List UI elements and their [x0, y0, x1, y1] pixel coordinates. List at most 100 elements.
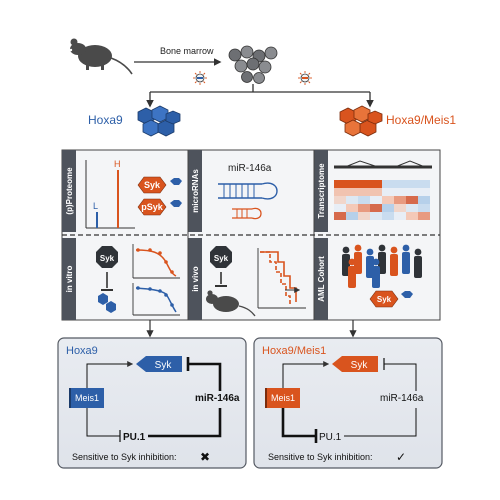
condition-label-hoxa9: Hoxa9 — [88, 113, 123, 127]
person-head — [402, 244, 410, 252]
left-sensitivity-cross-icon: ✖ — [200, 450, 210, 464]
heatmap-cell — [370, 212, 382, 220]
heatmap-cell — [346, 188, 358, 196]
heatmap-cell — [334, 180, 346, 188]
psyk-hexagon — [137, 198, 182, 216]
heatmap-cell — [406, 188, 418, 196]
heatmap-cell — [346, 204, 358, 212]
heatmap-cell — [406, 180, 418, 188]
heatmap-cell — [370, 196, 382, 204]
heatmap-cell — [334, 196, 346, 204]
heatmap-cell — [394, 212, 406, 220]
heatmap-cell — [394, 196, 406, 204]
strip-proteome — [62, 150, 76, 232]
left-meis1-node — [69, 388, 104, 408]
right-meis1-label: Meis1 — [271, 393, 295, 403]
patient-cohort-icon — [342, 244, 422, 288]
heatmap-cell — [382, 212, 394, 220]
right-meis1-node — [265, 388, 300, 408]
virus-icon-right — [298, 71, 312, 85]
transcriptome-label: Transcriptome — [317, 163, 326, 219]
dose-response-plots — [132, 244, 180, 316]
person-head — [378, 244, 386, 252]
right-mir-label: miR-146a — [380, 393, 424, 404]
heatmap-cell — [418, 212, 430, 220]
psyk-label: pSyk — [141, 202, 164, 212]
heatmap-cell — [394, 180, 406, 188]
heatmap-cell — [346, 212, 358, 220]
strip-invitro — [62, 238, 76, 320]
heatmap-cell — [394, 204, 406, 212]
heatmap-cell — [382, 188, 394, 196]
invivo-syk-inhibition-icon — [210, 246, 232, 287]
hoxa9-meis1-cells-icon — [339, 105, 383, 137]
heatmap-cell — [406, 196, 418, 204]
mouse-icon — [69, 38, 133, 75]
bone-marrow-label: Bone marrow — [160, 46, 214, 56]
heatmap-cell — [334, 204, 346, 212]
heatmap-cell — [346, 180, 358, 188]
mouse-small-icon — [206, 290, 256, 317]
heatmap-cell — [334, 212, 346, 220]
right-syk-label: Syk — [351, 360, 369, 371]
mirna-label: miR-146a — [228, 163, 272, 174]
aml-syk-label: Syk — [377, 295, 392, 304]
person-body — [402, 252, 410, 274]
left-regulation-edges — [86, 357, 222, 442]
syk-label: Syk — [144, 180, 161, 190]
right-regulation-edges — [281, 358, 417, 443]
left-syk-label: Syk — [155, 360, 173, 371]
left-pu1-label: PU.1 — [123, 432, 146, 443]
person-head — [414, 248, 422, 256]
proteome-label: (p)Proteome — [65, 167, 74, 215]
person-head — [372, 258, 380, 266]
strip-transcriptome — [314, 150, 328, 232]
mass-spec-plot — [85, 160, 135, 229]
invitro-syk-inhibition-icon — [96, 246, 118, 313]
heatmap-cell — [418, 180, 430, 188]
person-body — [348, 266, 356, 288]
heatmap-cell — [418, 188, 430, 196]
branch-lines — [146, 84, 374, 108]
person-body — [414, 256, 422, 278]
micrornas-label: microRNAs — [191, 169, 200, 213]
person-head — [366, 248, 374, 256]
person-body — [372, 266, 380, 288]
survival-curve-plot — [257, 248, 306, 309]
aml-cohort-label: AML Cohort — [317, 256, 326, 302]
heatmap-cell — [370, 180, 382, 188]
left-meis1-label: Meis1 — [75, 393, 99, 403]
heatmap-cell — [406, 212, 418, 220]
strip-micrornas — [188, 150, 202, 232]
heatmap-cell — [358, 188, 370, 196]
heatmap-cell — [418, 204, 430, 212]
right-pu1-label: PU.1 — [319, 432, 342, 443]
condition-label-hoxa9-meis1: Hoxa9/Meis1 — [386, 113, 456, 127]
heatmap-cell — [334, 188, 346, 196]
left-sensitivity-text: Sensitive to Syk inhibition: — [72, 452, 177, 462]
person-head — [390, 246, 398, 254]
person-head — [354, 244, 362, 252]
heatmap-cell — [382, 196, 394, 204]
invitro-syk-label: Syk — [100, 254, 115, 263]
left-syk-node — [136, 356, 182, 372]
invivo-syk-label: Syk — [214, 254, 229, 263]
peak-label-H: H — [114, 159, 121, 169]
right-syk-node — [332, 356, 378, 372]
heatmap-cell — [418, 196, 430, 204]
transcript-gene-icon — [334, 160, 432, 169]
person-head — [348, 258, 356, 266]
heatmap-cell — [358, 204, 370, 212]
heatmap-cell — [346, 196, 358, 204]
person-body — [390, 254, 398, 276]
heatmap-cell — [358, 180, 370, 188]
heatmap-cell — [394, 188, 406, 196]
heatmap-cell — [406, 204, 418, 212]
heatmap-cell — [382, 180, 394, 188]
heatmap-cell — [370, 204, 382, 212]
mirna-hairpin-blue-icon — [218, 182, 278, 200]
left-mir-label: miR-146a — [195, 393, 240, 404]
virus-icon-left — [193, 71, 207, 85]
